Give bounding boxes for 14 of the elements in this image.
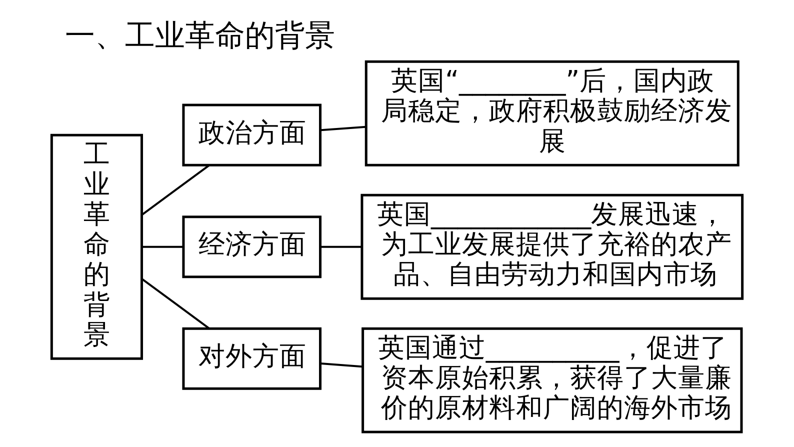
node-box: 英国“________”后，国内政局稳定，政府积极鼓励经济发展 [364, 60, 740, 166]
connector [320, 362, 362, 368]
connector [320, 246, 362, 248]
node-box: 对外方面 [182, 327, 322, 390]
node-box: 工业革命的背景 [50, 134, 143, 360]
diagram-title: 一、工业革命的背景 [65, 18, 336, 54]
node-box: 政治方面 [182, 104, 322, 166]
node-box: 经济方面 [182, 216, 322, 278]
node-box: 英国____________发展迅速，为工业发展提供了充裕的农产品、自由劳动力和国内市场 [360, 194, 744, 300]
connector [142, 278, 210, 330]
connector [320, 126, 366, 132]
connector [142, 246, 184, 248]
node-box: 英国通过__________，促进了资本原始积累，获得了大量廉价的原材料和广阔的海外市场 [362, 327, 743, 434]
connector [142, 164, 210, 216]
